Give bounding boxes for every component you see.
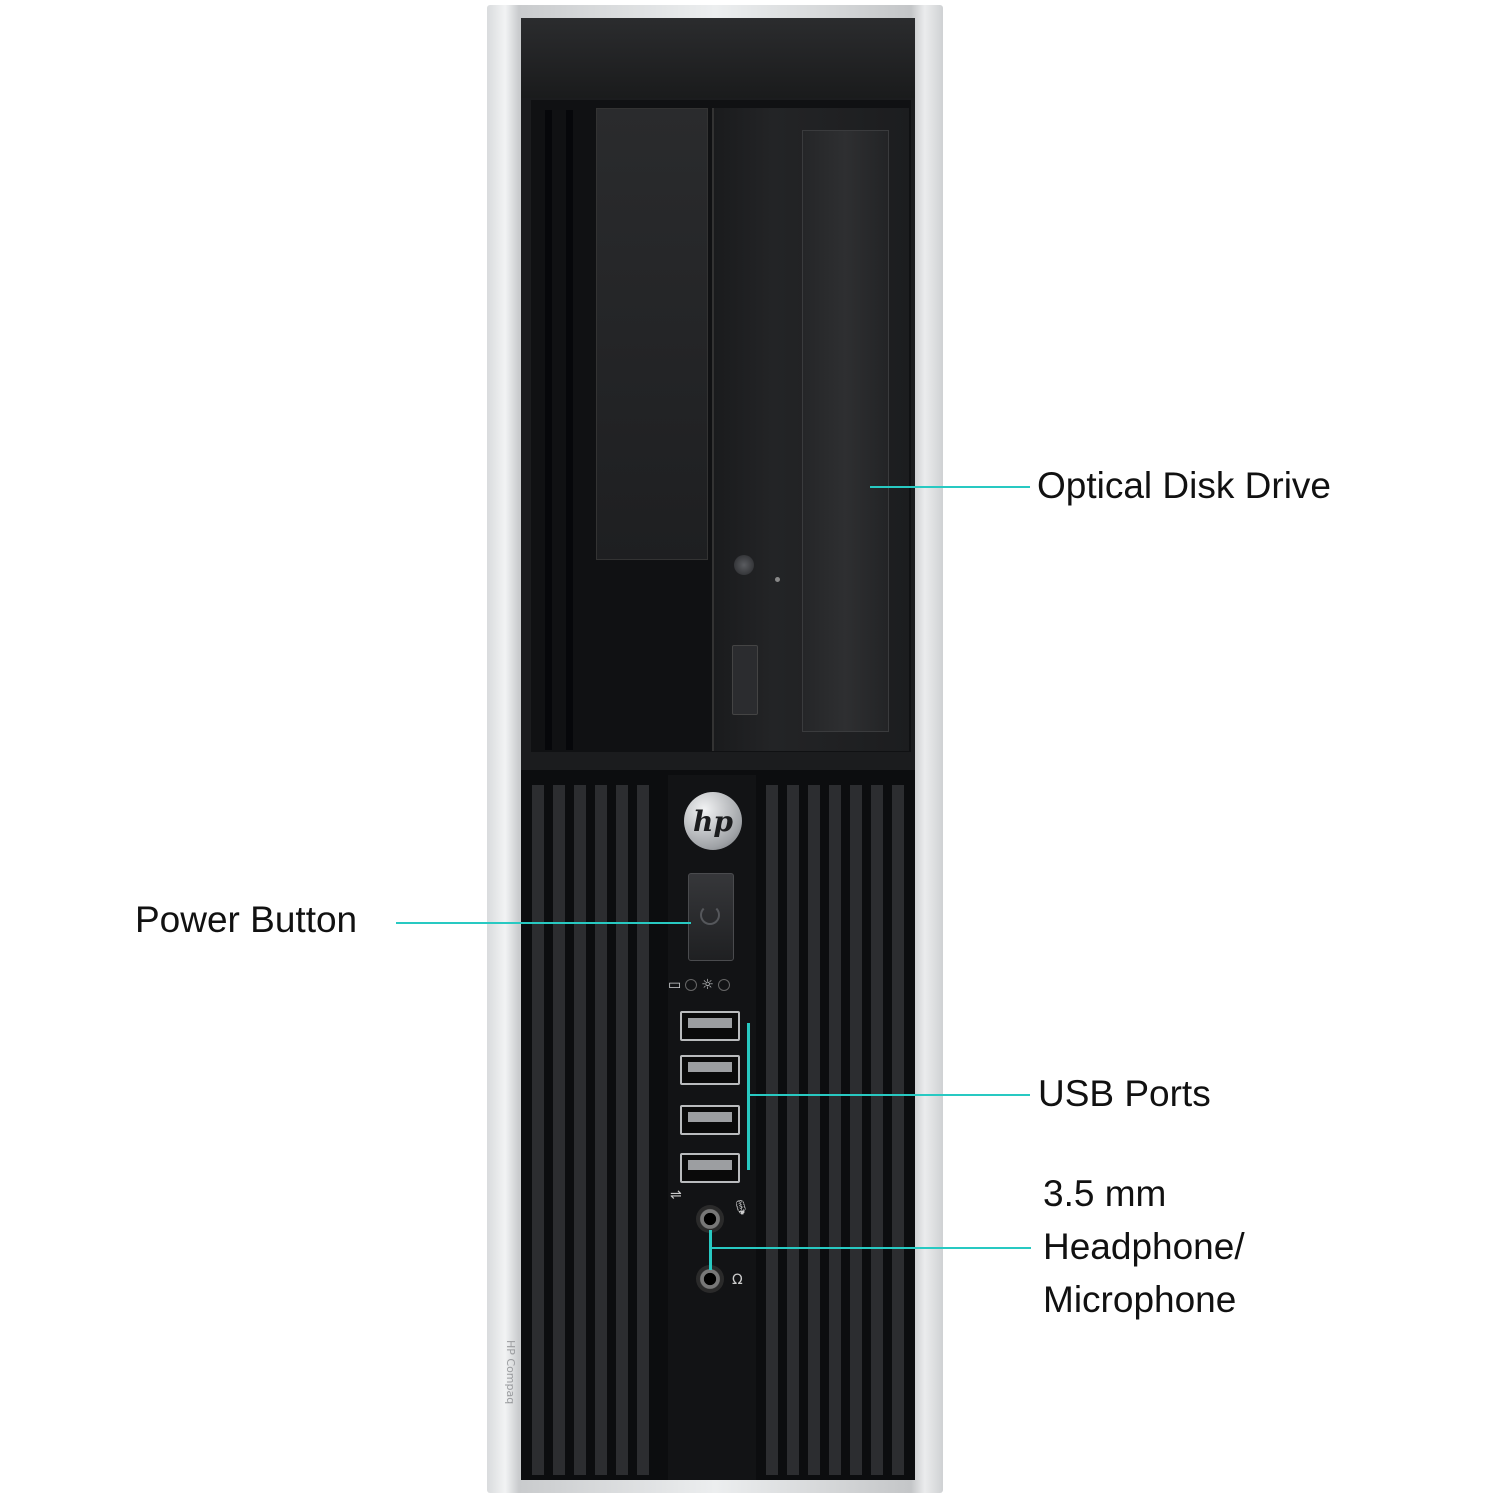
bay-slat xyxy=(566,110,573,750)
optical-drive-label: Optical Disk Drive xyxy=(1037,465,1331,506)
status-leds: ▭ ☼ xyxy=(668,976,738,994)
power-button-label: Power Button xyxy=(135,899,358,940)
microphone-icon: 🎙 xyxy=(732,1200,750,1216)
vent-slot xyxy=(892,785,904,1475)
eject-button[interactable] xyxy=(732,645,758,715)
microphone-jack[interactable] xyxy=(696,1205,724,1233)
bezel-top-lip xyxy=(521,18,915,98)
bay-blank-panel xyxy=(596,108,708,560)
vent-slot xyxy=(808,785,820,1475)
hp-logo: hp xyxy=(684,792,742,850)
usb-port[interactable] xyxy=(680,1055,740,1085)
power-icon xyxy=(700,905,720,925)
vent-slot xyxy=(787,785,799,1475)
vent-slot xyxy=(616,785,628,1475)
vent-slot xyxy=(850,785,862,1475)
vent-slot xyxy=(574,785,586,1475)
vent-slot xyxy=(637,785,649,1475)
bay-slat xyxy=(545,110,552,750)
usb-ports-label: USB Ports xyxy=(1038,1073,1211,1114)
usb-port[interactable] xyxy=(680,1105,740,1135)
usb-icon: ⇌ xyxy=(670,1187,682,1203)
usb-port[interactable] xyxy=(680,1153,740,1183)
logo-text: hp xyxy=(693,804,733,838)
usb-leader-line xyxy=(749,1094,1030,1096)
vent-slot xyxy=(595,785,607,1475)
vent-slot xyxy=(553,785,565,1475)
hdd-led xyxy=(685,979,698,991)
vent-slot xyxy=(871,785,883,1475)
power-led xyxy=(717,979,730,991)
optical-drive-tray[interactable] xyxy=(802,130,889,732)
audio-bracket-line xyxy=(709,1230,712,1270)
audio-leader-line xyxy=(711,1247,1031,1249)
vent-slot xyxy=(829,785,841,1475)
usb-port[interactable] xyxy=(680,1011,740,1041)
drive-activity-led xyxy=(734,555,754,575)
vent-slot xyxy=(766,785,778,1475)
model-label: HP Compaq xyxy=(504,1340,517,1405)
vent-slot xyxy=(532,785,544,1475)
optical-leader-line xyxy=(870,486,1030,488)
drive-emergency-eject-hole xyxy=(775,577,780,582)
hdd-icon: ▭ xyxy=(668,977,682,993)
audio-label-line1: 3.5 mm xyxy=(1043,1173,1167,1214)
audio-label-line3: Microphone xyxy=(1043,1279,1237,1320)
usb-bracket-line xyxy=(747,1023,750,1170)
headphone-icon: Ω xyxy=(732,1272,743,1288)
power-led-icon: ☼ xyxy=(701,977,714,993)
power-leader-line xyxy=(396,922,691,924)
audio-label-line2: Headphone/ xyxy=(1043,1226,1245,1267)
